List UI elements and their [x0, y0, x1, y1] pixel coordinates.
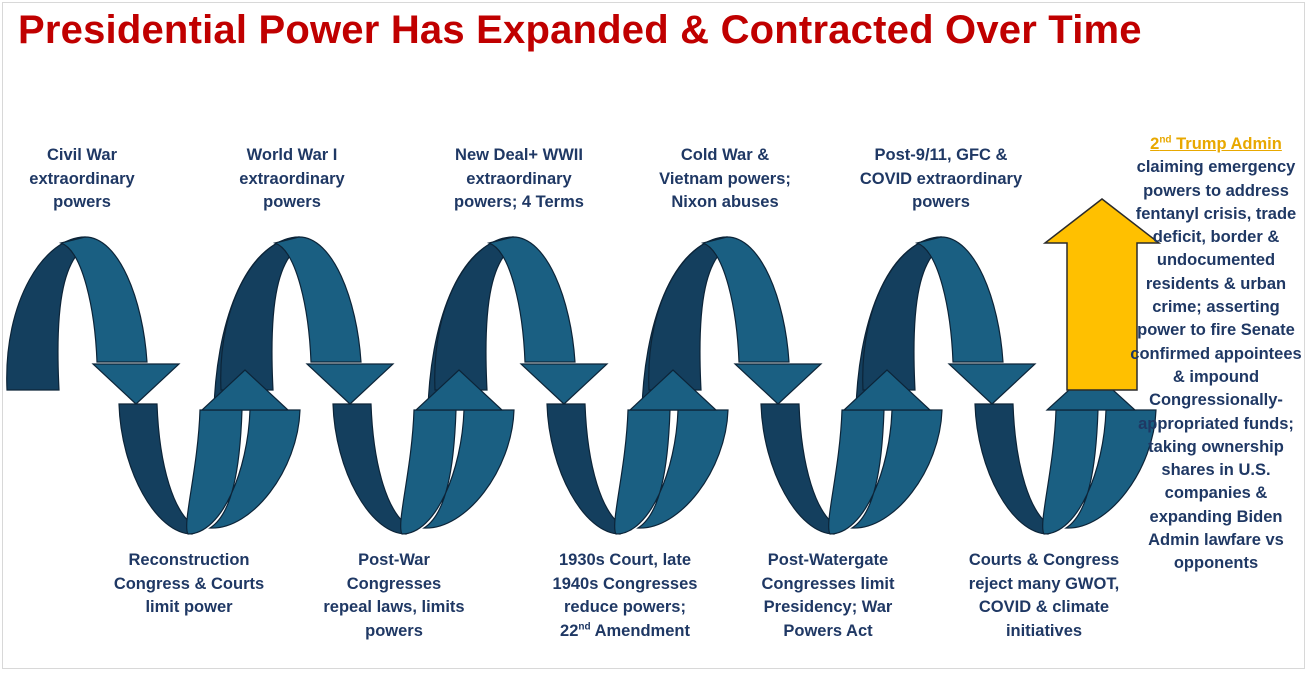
- current-admin-line: & impound: [1172, 367, 1260, 386]
- spiral-front-band: [914, 236, 1004, 363]
- up-arrowhead: [414, 369, 504, 411]
- current-admin-line: confirmed appointees: [1130, 344, 1302, 363]
- current-admin-panel: 2nd Trump Admin claiming emergency powers…: [1126, 133, 1306, 576]
- current-admin-line: undocumented: [1156, 251, 1276, 270]
- spiral-back-bands: [6, 236, 1060, 535]
- down-arrowhead: [91, 363, 181, 405]
- spiral-front-band: [400, 409, 515, 535]
- spiral-front-band: [58, 236, 148, 363]
- current-admin-heading: 2nd Trump Admin: [1150, 134, 1282, 153]
- current-admin-line: powers to address: [1143, 181, 1289, 200]
- up-arrowhead: [628, 369, 718, 411]
- down-arrowhead: [519, 363, 609, 405]
- current-admin-line: companies &: [1164, 484, 1268, 503]
- current-admin-line: taking ownership: [1148, 437, 1284, 456]
- current-admin-line: expanding Biden: [1149, 507, 1283, 526]
- down-arrowhead: [733, 363, 823, 405]
- spiral-front-band: [1042, 409, 1157, 535]
- spiral-front-band: [486, 236, 576, 363]
- current-admin-line: crime; asserting: [1152, 298, 1280, 317]
- page-title: Presidential Power Has Expanded & Contra…: [18, 8, 1142, 52]
- spiral-front-bands: [58, 236, 1157, 535]
- current-admin-line: Congressionally-: [1149, 391, 1283, 410]
- spiral-front-band: [828, 409, 943, 535]
- current-admin-line: claiming emergency: [1136, 158, 1296, 177]
- current-admin-description: claiming emergency powers to address fenta…: [1126, 156, 1306, 575]
- current-expansion-arrow: [1042, 198, 1162, 391]
- down-arrowhead: [947, 363, 1037, 405]
- spiral-front-band: [186, 409, 301, 535]
- spiral-front-band: [700, 236, 790, 363]
- spiral-front-band: [272, 236, 362, 363]
- up-arrowhead: [842, 369, 932, 411]
- spiral-front-band: [614, 409, 729, 535]
- current-admin-line: deficit, border &: [1152, 228, 1280, 247]
- current-admin-line: Admin lawfare vs: [1148, 531, 1284, 550]
- current-admin-line: power to fire Senate: [1137, 321, 1295, 340]
- current-admin-line: opponents: [1173, 554, 1259, 573]
- spiral-arrowheads: [91, 363, 1137, 411]
- twenty-second-amendment: 22nd Amendment: [560, 621, 690, 640]
- current-admin-line: residents & urban: [1145, 274, 1287, 293]
- up-arrowhead: [200, 369, 290, 411]
- expansion-label-cold-war: Cold War &Vietnam powers;Nixon abuses: [659, 146, 791, 211]
- current-admin-line: fentanyl crisis, trade: [1135, 204, 1297, 223]
- current-admin-line: appropriated funds;: [1138, 414, 1294, 433]
- down-arrowhead: [305, 363, 395, 405]
- current-admin-line: shares in U.S.: [1161, 461, 1271, 480]
